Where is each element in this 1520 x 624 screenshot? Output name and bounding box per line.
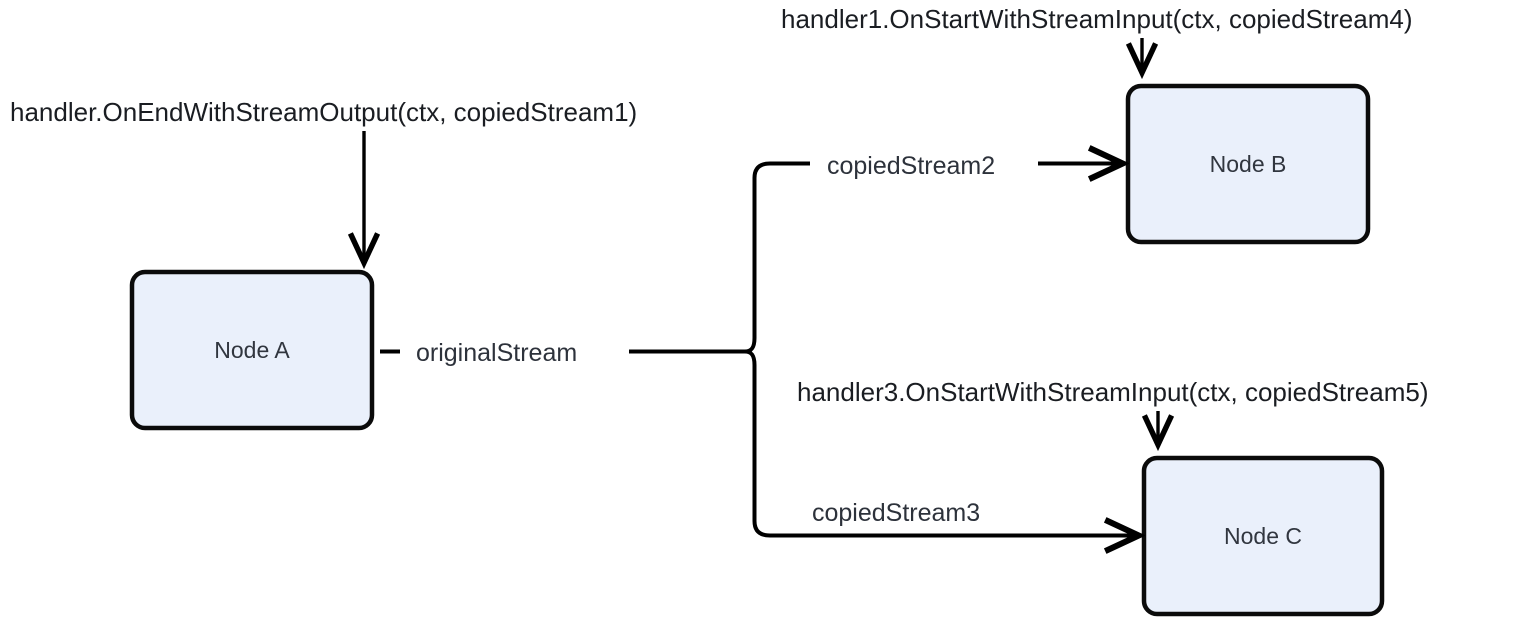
- node-a[interactable]: Node A: [129, 269, 375, 431]
- node-c-label: Node C: [1224, 523, 1302, 549]
- node-a-box[interactable]: [129, 269, 375, 431]
- edge-branch-down-copied-stream-3: [744, 349, 1138, 536]
- handler-label-handler3-on-start-with-stream-input: handler3.OnStartWithStreamInput(ctx, cop…: [797, 377, 1429, 407]
- edge-label-original-stream: originalStream: [416, 339, 577, 367]
- edge-label-copied-stream-2: copiedStream2: [827, 152, 995, 180]
- node-a-label: Node A: [214, 337, 290, 363]
- handler-label-on-end-with-stream-output: handler.OnEndWithStreamOutput(ctx, copie…: [10, 97, 637, 127]
- handler-label-handler1-on-start-with-stream-input: handler1.OnStartWithStreamInput(ctx, cop…: [781, 4, 1413, 34]
- edge-branch-up: [744, 161, 810, 354]
- node-c[interactable]: Node C: [1141, 455, 1385, 617]
- node-b[interactable]: Node B: [1125, 83, 1371, 245]
- edge-label-copied-stream-3: copiedStream3: [812, 499, 980, 527]
- node-b-label: Node B: [1210, 151, 1287, 177]
